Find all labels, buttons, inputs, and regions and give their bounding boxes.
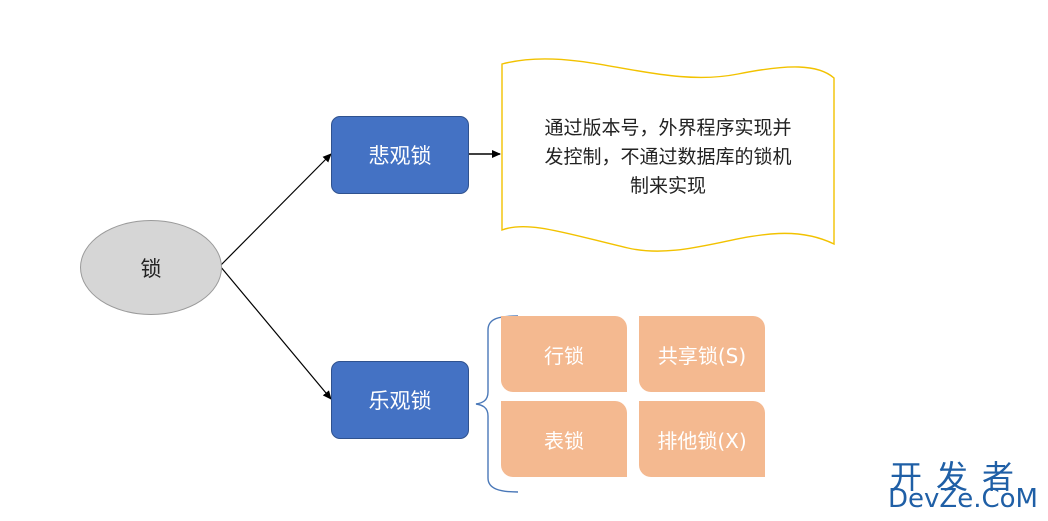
exclusive-lock-cell: 排他锁(X): [639, 401, 765, 477]
shared-lock-label: 共享锁(S): [657, 343, 747, 368]
shared-lock-cell: 共享锁(S): [639, 316, 765, 392]
table-lock-cell: 表锁: [501, 401, 627, 477]
row-lock-cell: 行锁: [501, 316, 627, 392]
pessimistic-lock-node: 悲观锁: [331, 116, 469, 194]
note-line: 通过版本号，外界程序实现并: [544, 117, 792, 139]
pessimistic-note-text: 通过版本号，外界程序实现并 发控制，不通过数据库的锁机 制来实现: [508, 114, 828, 201]
exclusive-lock-label: 排他锁(X): [657, 428, 747, 453]
root-label: 锁: [140, 256, 162, 281]
pessimistic-lock-label: 悲观锁: [368, 144, 432, 168]
wavy-document-shape: [501, 58, 835, 252]
table-lock-label: 表锁: [544, 428, 584, 453]
note-line: 制来实现: [629, 175, 706, 197]
watermark-chinese: 开发者: [890, 458, 1029, 496]
row-lock-label: 行锁: [544, 343, 584, 368]
brace-bracket: [475, 315, 519, 493]
note-line: 发控制，不通过数据库的锁机: [544, 146, 792, 168]
arrow-root-to-optimistic: [219, 265, 332, 400]
watermark-latin: DevZe.CoM: [888, 484, 1038, 514]
optimistic-lock-node: 乐观锁: [331, 361, 469, 439]
optimistic-lock-label: 乐观锁: [368, 389, 432, 413]
arrow-root-to-pessimistic: [219, 153, 332, 267]
root-node-lock: 锁: [80, 220, 222, 315]
